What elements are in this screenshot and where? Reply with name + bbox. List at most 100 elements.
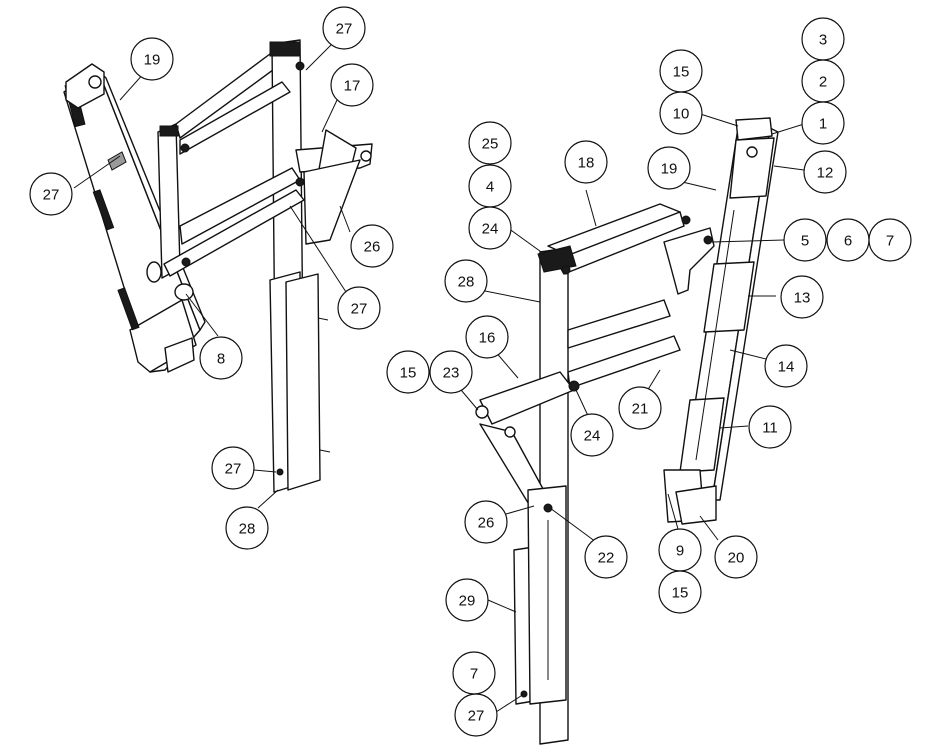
callout-l-27a: 27 xyxy=(29,172,73,216)
callout-label: 29 xyxy=(459,593,476,610)
callout-r-6: 6 xyxy=(826,218,870,262)
callout-r-15c: 15 xyxy=(658,570,702,614)
callout-circle xyxy=(199,336,243,380)
callout-r-7a: 7 xyxy=(868,218,912,262)
callout-label: 15 xyxy=(672,585,689,602)
callout-circle xyxy=(764,344,808,388)
callout-r-26: 26 xyxy=(464,500,508,544)
callout-label: 8 xyxy=(217,351,225,368)
callout-r-11: 11 xyxy=(748,405,792,449)
callout-circle xyxy=(386,350,430,394)
callout-r-5: 5 xyxy=(783,218,827,262)
callout-circle xyxy=(801,101,845,145)
callout-r-27: 27 xyxy=(454,693,498,737)
callout-label: 9 xyxy=(676,543,684,560)
callout-l-26: 26 xyxy=(350,224,394,268)
right-mounting-frame xyxy=(537,203,691,745)
callout-r-28: 28 xyxy=(444,259,488,303)
callout-circle xyxy=(465,315,509,359)
callout-circle xyxy=(444,259,488,303)
right-lower-slide xyxy=(513,485,567,705)
callout-r-19: 19 xyxy=(647,146,691,190)
callout-circle xyxy=(464,500,508,544)
leader-lines xyxy=(73,39,805,713)
callout-circle xyxy=(564,140,608,184)
callout-label: 13 xyxy=(794,290,811,307)
callout-l-17: 17 xyxy=(330,63,374,107)
callout-label: 7 xyxy=(470,666,478,683)
callout-circle xyxy=(618,386,662,430)
callout-label: 28 xyxy=(458,274,475,291)
callout-label: 4 xyxy=(486,179,494,196)
callout-r-7b: 7 xyxy=(452,651,496,695)
callout-r-12: 12 xyxy=(803,150,847,194)
callout-circle xyxy=(658,570,702,614)
callout-label: 15 xyxy=(673,64,690,81)
callout-label: 19 xyxy=(144,52,161,69)
callout-bubbles: 19 27 17 27 26 27 8 27 28 3 15 2 10 1 25 18 19 12 4 24 5 6 7 28… xyxy=(29,6,912,737)
callout-label: 18 xyxy=(578,155,595,172)
callout-label: 19 xyxy=(661,161,678,178)
callout-label: 17 xyxy=(344,78,361,95)
callout-label: 27 xyxy=(351,301,368,318)
callout-circle xyxy=(225,506,269,550)
callout-r-23: 23 xyxy=(429,350,473,394)
callout-r-15a: 15 xyxy=(659,49,703,93)
callout-circle xyxy=(454,693,498,737)
callout-circle xyxy=(570,413,614,457)
callout-l-27c: 27 xyxy=(337,286,381,330)
callout-r-29: 29 xyxy=(445,578,489,622)
callout-label: 5 xyxy=(801,233,809,250)
callout-label: 12 xyxy=(817,165,834,182)
callout-circle xyxy=(803,150,847,194)
callout-circle xyxy=(783,218,827,262)
callout-r-3: 3 xyxy=(801,17,845,61)
callout-circle xyxy=(211,446,255,490)
callout-label: 20 xyxy=(728,550,745,567)
callout-label: 26 xyxy=(478,515,495,532)
callout-circle xyxy=(429,350,473,394)
callout-r-4: 4 xyxy=(468,164,512,208)
callout-circle xyxy=(130,37,174,81)
callout-circle xyxy=(330,63,374,107)
callout-r-2: 2 xyxy=(801,59,845,103)
callout-label: 10 xyxy=(673,106,690,123)
callout-r-25: 25 xyxy=(468,121,512,165)
callout-r-20: 20 xyxy=(714,535,758,579)
callout-label: 24 xyxy=(584,428,601,445)
callout-label: 21 xyxy=(632,401,649,418)
callout-circle xyxy=(468,206,512,250)
callout-r-10: 10 xyxy=(659,91,703,135)
callout-l-28: 28 xyxy=(225,506,269,550)
callout-circle xyxy=(748,405,792,449)
callout-circle xyxy=(714,535,758,579)
callout-label: 25 xyxy=(482,136,499,153)
callout-label: 28 xyxy=(239,521,256,538)
left-pivot-pin xyxy=(146,261,194,301)
callout-label: 7 xyxy=(886,233,894,250)
callout-circle xyxy=(29,172,73,216)
callout-r-1: 1 xyxy=(801,101,845,145)
callout-r-16: 16 xyxy=(465,315,509,359)
left-slide-rail xyxy=(63,63,206,373)
right-slide-rail xyxy=(663,117,779,525)
callout-l-27b: 27 xyxy=(322,6,366,50)
callout-r-13: 13 xyxy=(780,275,824,319)
callout-label: 27 xyxy=(225,461,242,478)
callout-label: 15 xyxy=(400,365,417,382)
callout-label: 23 xyxy=(443,365,460,382)
callout-label: 6 xyxy=(844,233,852,250)
callout-circle xyxy=(868,218,912,262)
callout-r-9: 9 xyxy=(658,528,702,572)
callout-circle xyxy=(445,578,489,622)
callout-label: 2 xyxy=(819,74,827,91)
right-bracket xyxy=(663,227,715,295)
callout-circle xyxy=(584,535,628,579)
callout-label: 1 xyxy=(819,116,827,133)
callout-circle xyxy=(780,275,824,319)
callout-circle xyxy=(350,224,394,268)
callout-label: 14 xyxy=(778,359,795,376)
callout-l-27d: 27 xyxy=(211,446,255,490)
callout-r-24a: 24 xyxy=(468,206,512,250)
